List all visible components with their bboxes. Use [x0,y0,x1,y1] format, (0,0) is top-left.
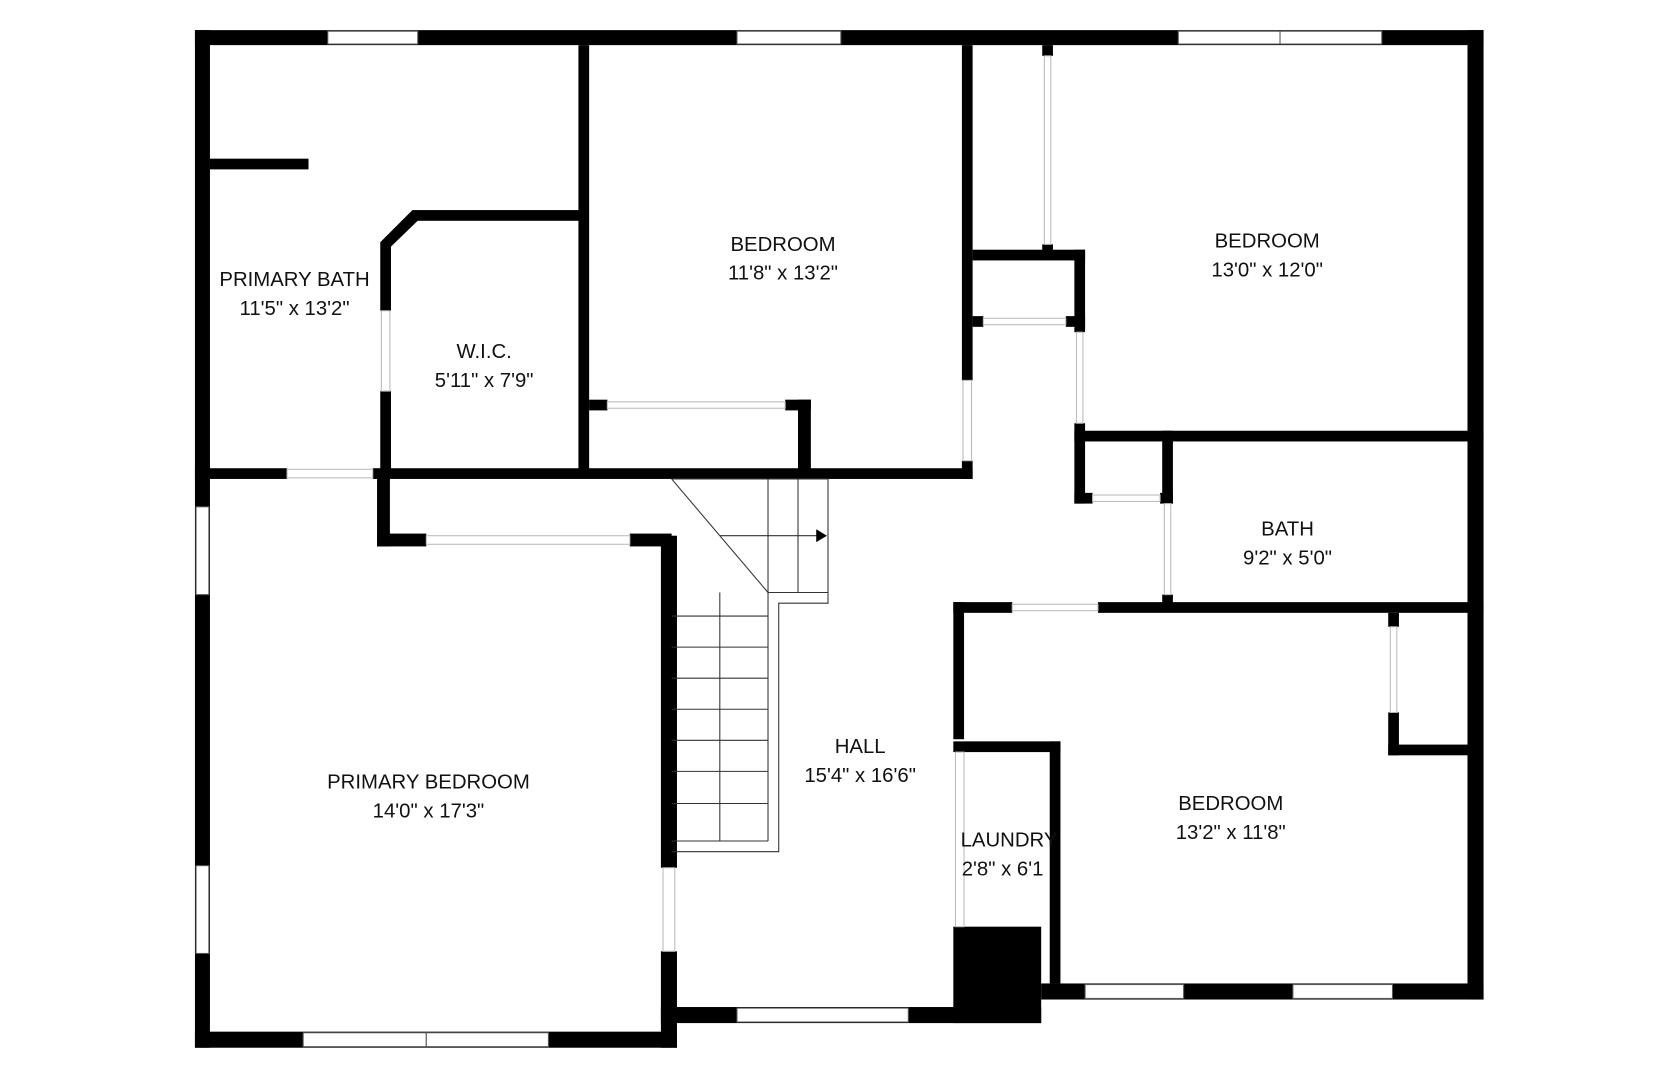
room-size-bedroom-3: 13'2" x 11'8" [1176,822,1286,844]
room-name-wic: W.I.C. [456,341,511,363]
room-name-bedroom-3: BEDROOM [1178,793,1283,815]
room-size-wic: 5'11" x 7'9" [435,370,534,392]
room-name-primary-bedroom: PRIMARY BEDROOM [327,772,530,794]
stair-arrow-icon [816,529,827,543]
room-size-primary-bath: 11'5" x 13'2" [240,298,350,320]
room-size-bath: 9'2" x 5'0" [1243,548,1332,570]
stairs [671,478,829,853]
room-name-bedroom-1: BEDROOM [730,234,835,256]
room-name-bedroom-2: BEDROOM [1215,231,1320,253]
room-size-laundry: 2'8" x 6'1 [962,858,1044,880]
room-name-laundry: LAUNDRY [961,829,1058,851]
room-name-bath: BATH [1261,519,1314,541]
room-name-hall: HALL [835,736,886,758]
room-size-bedroom-2: 13'0" x 12'0" [1211,259,1323,281]
room-labels: PRIMARY BATH 11'5" x 13'2" W.I.C. 5'11" … [219,231,1332,881]
room-size-bedroom-1: 11'8" x 13'2" [728,263,838,285]
room-size-primary-bedroom: 14'0" x 17'3" [373,800,485,822]
windows [195,30,1394,1048]
room-size-hall: 15'4" x 16'6" [804,765,916,787]
doors [286,55,1398,952]
room-name-primary-bath: PRIMARY BATH [219,269,369,291]
